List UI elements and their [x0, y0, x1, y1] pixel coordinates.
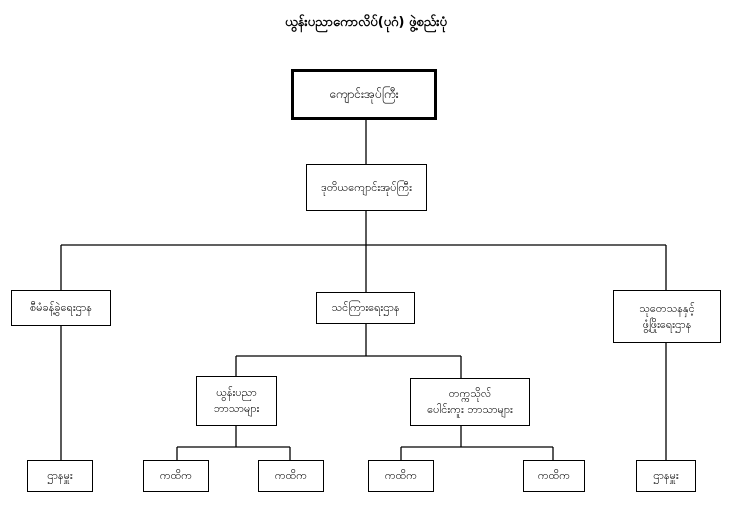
principal-label: ကျောင်းအုပ်ကြီး — [329, 86, 399, 101]
lacquer-subjects-label-2: ဘာသာများ — [213, 402, 260, 415]
research-head-label: ဌာနမှူး — [653, 469, 679, 483]
lecturer-label: ကထိက — [384, 469, 418, 483]
vice-principal-box: ဒုတိယကျောင်းအုပ်ကြီး — [306, 164, 427, 211]
research-dept-label-1: သုတေသနနှင့် — [639, 301, 695, 315]
other-subjects-box: တက္ကသိုလ် ပေါင်းကူး ဘာသာများ — [410, 378, 530, 426]
lecturer-label: ကထိက — [274, 469, 308, 483]
other-subjects-label-2: ပေါင်းကူး ဘာသာများ — [427, 403, 513, 416]
other-subjects-label-1: တက္ကသိုလ် — [448, 387, 492, 401]
lecturer-box-3: ကထိက — [368, 460, 434, 492]
lecturer-box-1: ကထိက — [143, 460, 209, 492]
principal-box: ကျောင်းအုပ်ကြီး — [291, 69, 437, 120]
teaching-dept-label: သင်ကြားရေးဌာန — [331, 301, 400, 315]
admin-head-label: ဌာနမှူး — [47, 469, 73, 483]
lecturer-box-2: ကထိက — [258, 460, 324, 492]
research-dept-box: သုတေသနနှင့် ဖွံ့ဖြိုးရေးဌာန — [613, 290, 721, 343]
admin-dept-label: စီမံခန့်ခွဲရေးဌာန — [30, 301, 92, 315]
admin-head-box: ဌာနမှူး — [27, 460, 93, 492]
lecturer-box-4: ကထိက — [523, 460, 585, 492]
lacquer-subjects-box: ယွန်းပညာ ဘာသာများ — [196, 376, 277, 426]
lecturer-label: ကထိက — [159, 469, 193, 483]
admin-dept-box: စီမံခန့်ခွဲရေးဌာန — [11, 290, 111, 326]
teaching-dept-box: သင်ကြားရေးဌာန — [316, 292, 415, 324]
research-dept-label-2: ဖွံ့ဖြိုးရေးဌာန — [642, 317, 692, 331]
research-head-box: ဌာနမှူး — [636, 460, 696, 492]
lecturer-label: ကထိက — [537, 469, 571, 483]
chart-title: ယွန်းပညာကောလိပ်(ပုဂံ) ဖွဲ့စည်းပုံ — [285, 15, 447, 30]
vice-principal-label: ဒုတိယကျောင်းအုပ်ကြီး — [321, 180, 412, 194]
lacquer-subjects-label-1: ယွန်းပညာ — [216, 386, 257, 400]
